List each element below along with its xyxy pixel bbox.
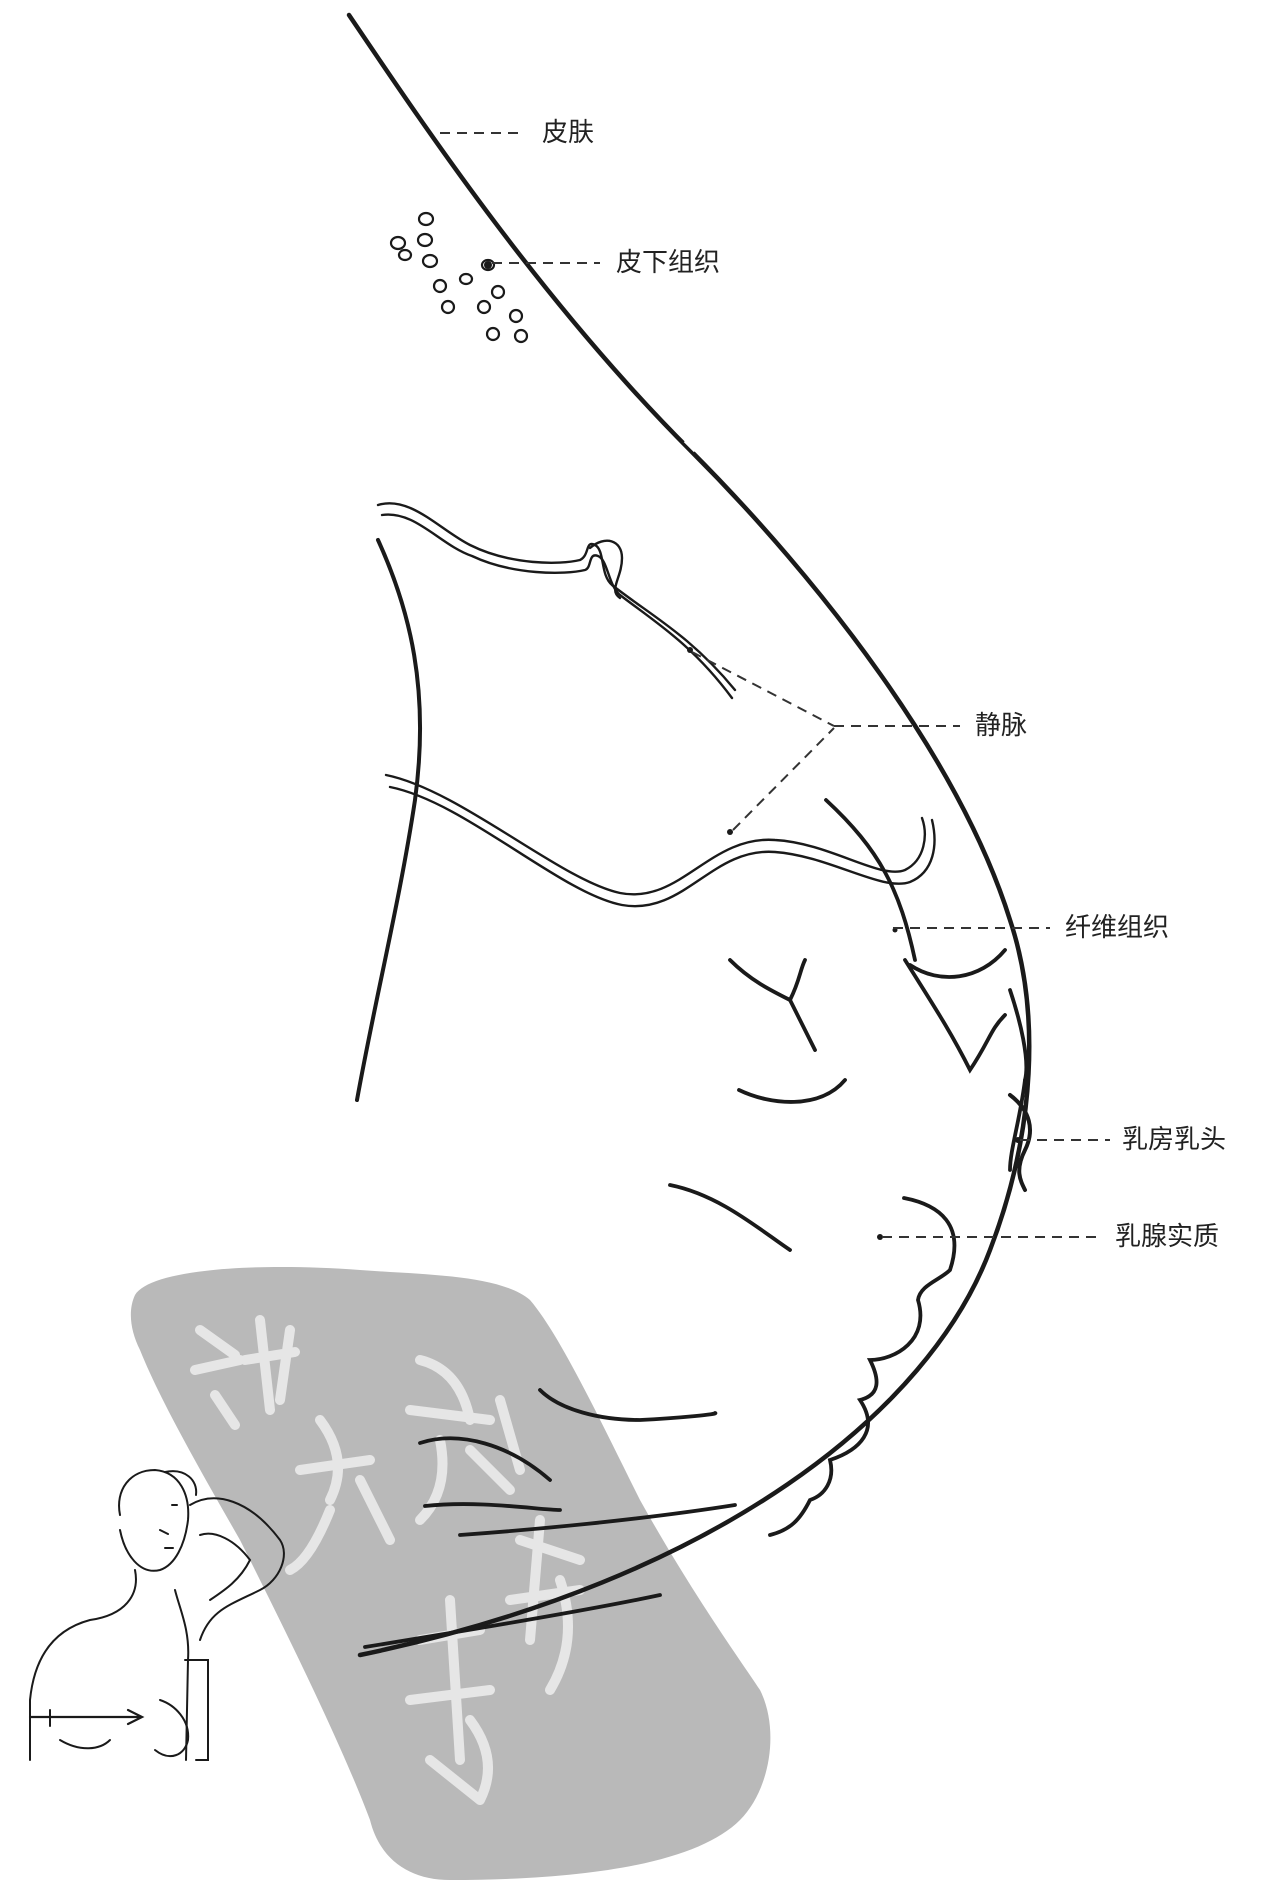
fibrous-tissue-lines xyxy=(824,798,1029,1172)
vein-leader-upper xyxy=(691,651,835,727)
inset-raised-arm xyxy=(189,1497,285,1641)
subcutaneous-pointer-dot xyxy=(484,261,492,269)
subcutaneous-fat-lobules xyxy=(389,211,529,344)
inset-face xyxy=(159,1504,178,1549)
inset-breast xyxy=(154,1699,190,1758)
inset-scan-arrow xyxy=(28,1708,145,1726)
upper-vein xyxy=(376,502,737,700)
vein-pointer-dot-lower xyxy=(727,829,733,835)
label-subcutaneous-tissue: 皮下组织 xyxy=(616,248,721,278)
inset-breast-left xyxy=(59,1739,111,1750)
leader-lines xyxy=(440,132,1110,1238)
label-skin: 皮肤 xyxy=(542,118,595,148)
vein-leader-lower xyxy=(732,727,835,831)
skin-gap-mark xyxy=(683,437,699,453)
nipple-contour xyxy=(1008,1093,1032,1192)
watermark-background xyxy=(130,1267,771,1880)
inset-neck-shoulder xyxy=(29,1569,137,1761)
inset-arm-inner xyxy=(199,1532,252,1601)
inset-torso-right xyxy=(174,1589,190,1761)
watermark-glyphs xyxy=(190,1315,585,1805)
skin-contour xyxy=(346,12,1032,1658)
parenchyma-pointer-dot xyxy=(877,1234,883,1240)
glandular-parenchyma-lines xyxy=(363,958,957,1649)
lower-vein xyxy=(384,773,936,908)
nipple-pointer-dot xyxy=(1015,1137,1021,1143)
watermark-seal xyxy=(130,1267,771,1880)
inset-transducer xyxy=(184,1659,209,1761)
label-fibrous-tissue: 纤维组织 xyxy=(1065,913,1170,943)
inset-hair xyxy=(164,1470,198,1496)
label-nipple: 乳房乳头 xyxy=(1122,1125,1227,1155)
label-vein: 静脉 xyxy=(975,711,1028,741)
inset-head xyxy=(118,1468,190,1572)
chest-wall-line xyxy=(355,538,423,1102)
vein-pointer-dot-upper xyxy=(687,647,693,653)
label-glandular-parenchyma: 乳腺实质 xyxy=(1115,1222,1220,1252)
orientation-inset xyxy=(28,1468,285,1761)
